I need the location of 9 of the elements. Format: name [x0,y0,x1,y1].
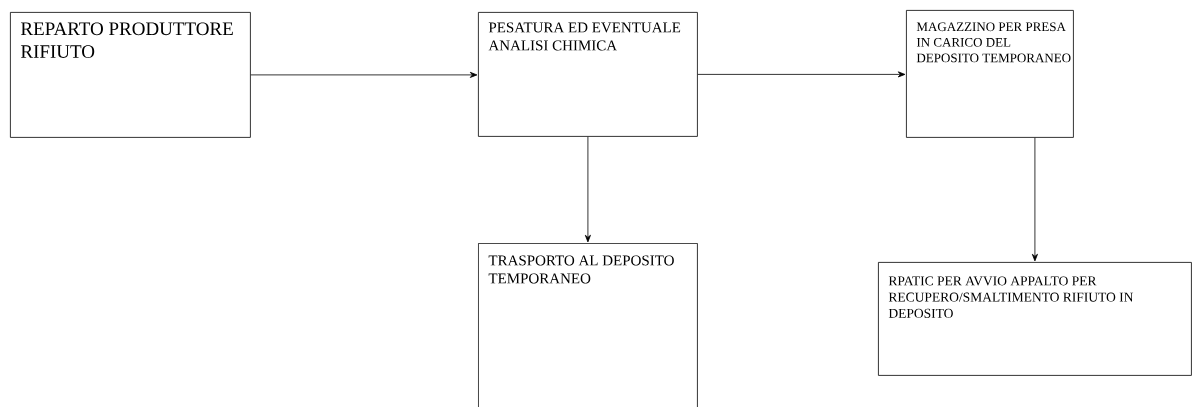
process-box: TRASPORTO AL DEPOSITO TEMPORANEO [478,243,698,407]
arrow [584,136,591,243]
arrow [697,71,906,78]
process-box: REPARTO PRODUTTORE RIFIUTO [10,12,251,138]
process-box: RPATIC PER AVVIO APPALTO PER RECUPERO/SMALTIMENTO RIFIUTO IN DEPOSITO [878,262,1192,376]
arrow [1031,137,1038,262]
process-box: MAGAZZINO PER PRESA IN CARICO DEL DEPOSITO TEMPORANEO [906,10,1074,138]
arrow [250,71,478,78]
process-box: PESATURA ED EVENTUALE ANALISI CHIMICA [478,12,698,137]
